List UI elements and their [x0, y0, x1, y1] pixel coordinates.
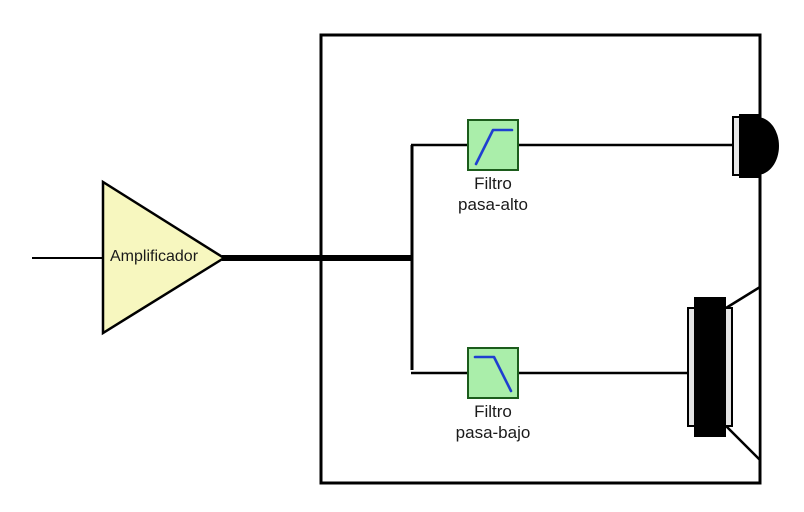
low-pass-filter-block[interactable] — [467, 347, 519, 399]
tweeter-magnet — [739, 114, 760, 178]
low-pass-label-line1: Filtro — [474, 402, 512, 421]
low-pass-response-curve-icon — [473, 355, 513, 393]
high-pass-label-line2: pasa-alto — [458, 195, 528, 214]
tweeter-driver[interactable] — [732, 114, 779, 178]
amplifier-symbol — [101, 179, 227, 336]
woofer-driver[interactable] — [687, 284, 762, 464]
high-pass-filter-label: Filtro pasa-alto — [393, 173, 593, 215]
low-pass-filter-label: Filtro pasa-bajo — [393, 401, 593, 443]
woofer-magnet — [694, 297, 726, 437]
amplifier-label: Amplificador — [110, 248, 199, 265]
high-pass-label-line1: Filtro — [474, 174, 512, 193]
low-pass-label-line2: pasa-bajo — [455, 423, 531, 442]
high-pass-response-curve-icon — [474, 128, 514, 166]
high-pass-filter-block[interactable] — [467, 119, 519, 171]
